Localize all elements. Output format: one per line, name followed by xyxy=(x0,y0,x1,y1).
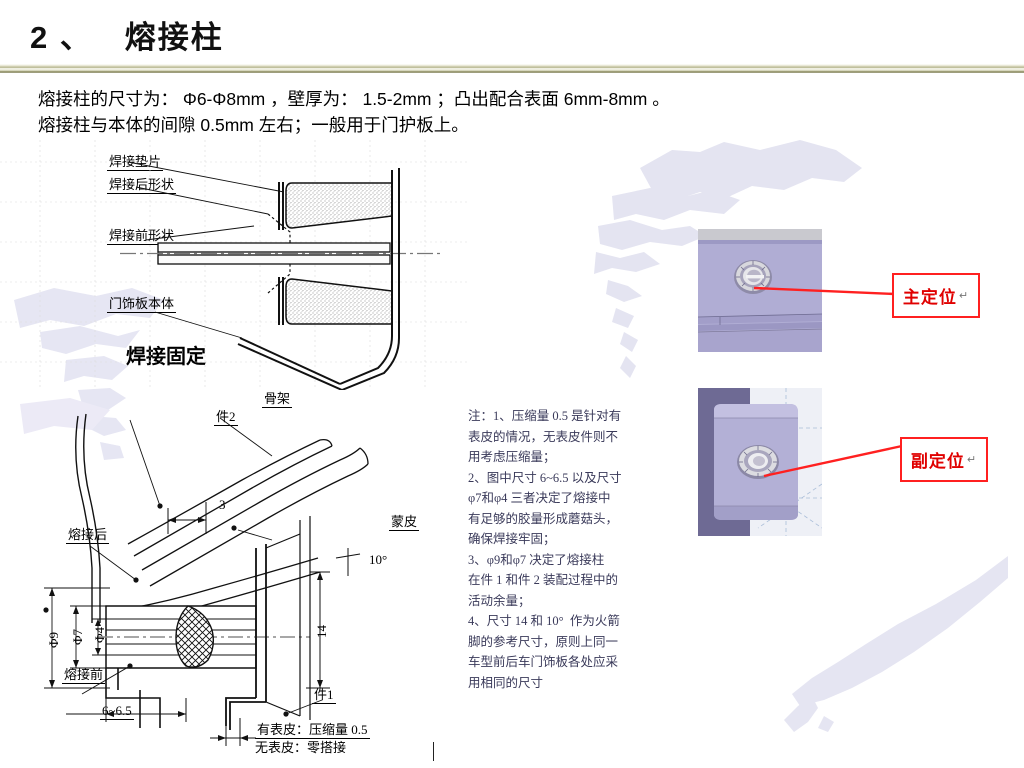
note-line: 用相同的尺寸 xyxy=(468,675,544,690)
intro-line-2: 熔接柱与本体的间隙 0.5mm 左右；一般用于门护板上。 xyxy=(38,115,469,135)
notes-block: 注：1、压缩量 0.5 是针对有 表皮的情况，无表皮件则不 用考虑压缩量； 2、… xyxy=(468,406,658,693)
label-weld-fixed: 焊接固定 xyxy=(126,346,206,368)
callout-primary-locator: 主定位↵ xyxy=(892,273,980,318)
label-door-trim-body: 门饰板本体 xyxy=(107,296,177,313)
note-line: 在件 1 和件 2 装配过程中的 xyxy=(468,573,619,587)
bottom-note-with-skin: 有表皮：压缩量 0.5 xyxy=(255,722,370,739)
note-line: 4、尺寸 14 和 10° 作为火箭 xyxy=(468,614,620,628)
title-divider-rule xyxy=(0,64,1024,73)
dimension-angle-10: 10° xyxy=(369,552,388,567)
note-line: 确保焊接牢固； xyxy=(468,532,556,546)
label-part2: 件2 xyxy=(214,409,238,426)
label-part1: 件1 xyxy=(312,687,336,704)
label-weld-pad: 焊接垫片 xyxy=(107,154,164,171)
intro-line-1: 熔接柱的尺寸为： Φ6-Φ8mm ，壁厚为： 1.5-2mm ；凸出配合表面 6… xyxy=(38,89,670,109)
note-line: 表皮的情况，无表皮件则不 xyxy=(468,429,619,444)
label-skin: 蒙皮 xyxy=(389,514,420,531)
callout-line-secondary xyxy=(763,444,903,478)
note-line: 用考虑压缩量； xyxy=(468,450,556,464)
note-line: 注：1、压缩量 0.5 是针对有 xyxy=(468,409,622,423)
callout-primary-cr: ↵ xyxy=(958,289,970,302)
note-line: 车型前后车门饰板各处应采 xyxy=(468,655,619,669)
callout-line-primary xyxy=(753,286,896,296)
page-title: 2 、 熔接柱 xyxy=(30,20,224,55)
text-caret-artifact xyxy=(433,742,434,761)
note-line: 3、φ9和φ7 决定了熔接柱 xyxy=(468,552,605,567)
photo-secondary-locator xyxy=(698,388,822,536)
note-line: 有足够的胶量形成蘑菇头， xyxy=(468,511,619,526)
label-frame: 骨架 xyxy=(262,391,293,408)
note-line: φ7和φ4 三者决定了熔接中 xyxy=(468,491,611,505)
label-shape-before-weld: 焊接前形状 xyxy=(107,228,177,245)
callout-secondary-locator: 副定位↵ xyxy=(900,437,988,482)
slide-header: 2 、 熔接柱 xyxy=(0,0,1024,88)
note-line: 活动余量； xyxy=(468,593,531,608)
callout-secondary-text: 副定位 xyxy=(910,452,965,472)
callout-primary-text: 主定位 xyxy=(902,288,957,308)
callout-secondary-cr: ↵ xyxy=(966,453,978,466)
label-before-welding: 熔接前 xyxy=(62,667,106,684)
intro-paragraph: 熔接柱的尺寸为： Φ6-Φ8mm ，壁厚为： 1.5-2mm ；凸出配合表面 6… xyxy=(38,86,998,138)
upper-cross-section-drawing xyxy=(0,140,470,390)
label-shape-after-weld: 焊接后形状 xyxy=(107,177,177,194)
note-line: 脚的参考尺寸，原则上同一 xyxy=(468,634,619,649)
lower-assembly-section-drawing xyxy=(43,413,369,746)
bottom-note-without-skin: 无表皮：零搭接 xyxy=(255,740,347,755)
note-line: 2、图中尺寸 6~6.5 以及尺寸 xyxy=(468,470,622,485)
